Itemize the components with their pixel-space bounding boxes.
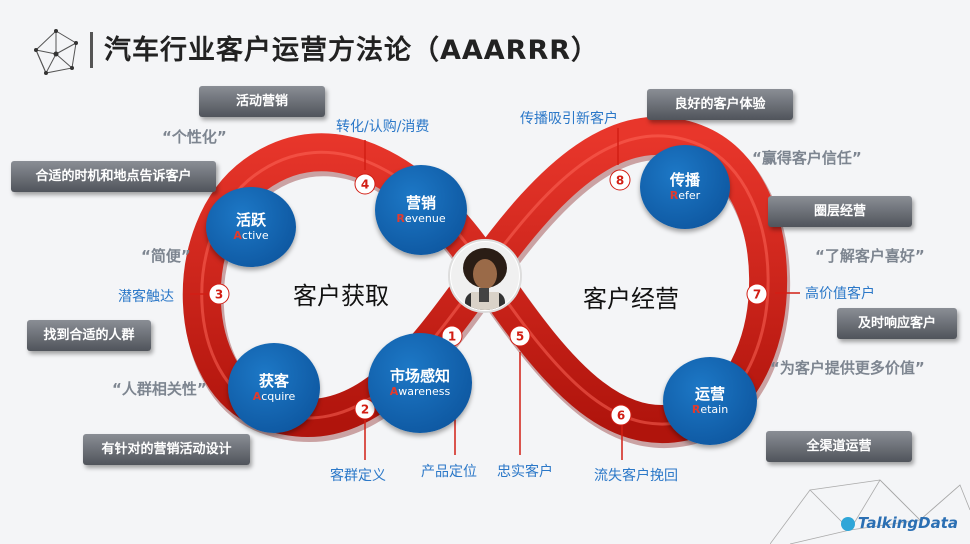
stage-active-zh: 活跃 [235, 211, 266, 229]
stage-awareness-zh: 市场感知 [390, 367, 451, 385]
box-find-crowd: 找到合适的人群 [27, 320, 151, 351]
badge-6: 6 [610, 404, 632, 426]
box-right-time-place: 合适的时机和地点告诉客户 [11, 161, 216, 192]
brand-icon [840, 516, 855, 531]
stage-revenue-en: Revenue [396, 212, 446, 225]
network-logo-icon [34, 29, 78, 75]
network-decoration-icon [770, 479, 970, 544]
step-6-label: 流失客户挽回 [594, 468, 678, 484]
stage-revenue-zh: 营销 [405, 194, 436, 212]
stage-retain[interactable]: 运营 Retain [663, 357, 757, 445]
brand-logo: TalkingData [840, 514, 958, 532]
step-2-label: 客群定义 [330, 468, 386, 484]
badge-5: 5 [509, 325, 531, 347]
quote-convenient: “简便” [141, 247, 191, 265]
stage-awareness-en: Awareness [389, 385, 451, 398]
step-3-label: 潜客触达 [118, 289, 174, 305]
box-activity-marketing: 活动营销 [199, 86, 325, 117]
box-targeted-design: 有针对的营销活动设计 [83, 434, 250, 465]
stage-revenue[interactable]: 营销 Revenue [375, 165, 467, 255]
badge-6-text: 6 [617, 409, 625, 423]
step-1-label: 产品定位 [421, 464, 477, 480]
stage-refer[interactable]: 传播 Refer [640, 145, 730, 229]
box-good-experience: 良好的客户体验 [647, 89, 793, 120]
stage-active-en: Active [233, 229, 269, 242]
badge-2-text: 2 [361, 403, 369, 417]
customer-avatar [448, 239, 522, 313]
step-8-label: 传播吸引新客户 [520, 111, 618, 127]
badge-3-text: 3 [215, 288, 223, 302]
badge-8-text: 8 [616, 174, 624, 188]
box-omni-channel: 全渠道运营 [766, 431, 912, 462]
stage-refer-zh: 传播 [669, 171, 700, 189]
stage-awareness[interactable]: 市场感知 Awareness [368, 333, 472, 433]
badge-3: 3 [208, 283, 230, 305]
title-divider [90, 32, 93, 68]
step-4-label: 转化/认购/消费 [336, 119, 430, 135]
quote-personalized: “个性化” [162, 128, 227, 146]
stage-refer-en: Refer [669, 189, 701, 202]
badge-7: 7 [746, 283, 768, 305]
stage-retain-zh: 运营 [694, 385, 725, 403]
stage-retain-en: Retain [691, 403, 729, 416]
quote-more-value: “为客户提供更多价值” [770, 359, 925, 377]
badge-4: 4 [354, 173, 376, 195]
step-7-label: 高价值客户 [805, 286, 875, 302]
stage-acquire[interactable]: 获客 Acquire [228, 343, 320, 433]
box-timely-response: 及时响应客户 [837, 308, 957, 339]
brand-name: TalkingData [857, 514, 958, 532]
badge-5-text: 5 [516, 330, 524, 344]
badge-4-text: 4 [361, 178, 369, 192]
badge-1-text: 1 [448, 330, 456, 344]
quote-preference: “了解客户喜好” [815, 247, 925, 265]
quote-relevance: “人群相关性” [112, 380, 207, 398]
stage-acquire-zh: 获客 [258, 372, 289, 390]
badge-7-text: 7 [753, 288, 761, 302]
quote-trust: “赢得客户信任” [752, 149, 862, 167]
customer-acquisition-label: 客户获取 [293, 282, 389, 310]
step-5-label: 忠实客户 [497, 464, 553, 480]
stage-acquire-en: Acquire [252, 390, 296, 403]
stage-active[interactable]: 活跃 Active [206, 187, 296, 267]
badge-8: 8 [609, 169, 631, 191]
page-title: 汽车行业客户运营方法论（AAARRR） [104, 35, 600, 66]
customer-operation-label: 客户经营 [583, 285, 679, 313]
box-circle-ops: 圈层经营 [768, 196, 912, 227]
